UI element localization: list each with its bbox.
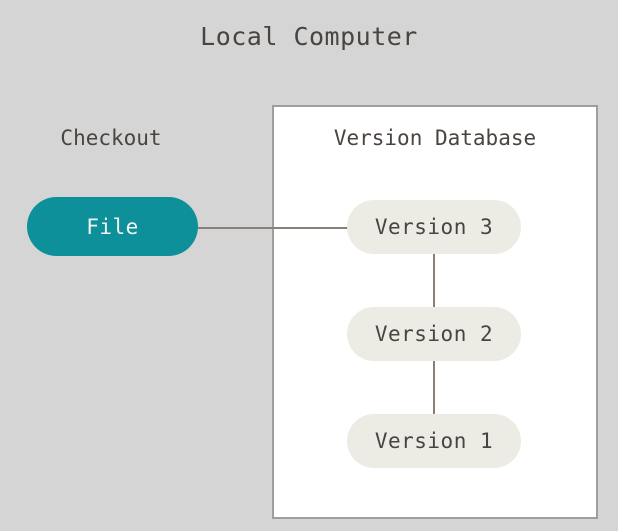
version-node-3-label: Version 3 [374, 215, 494, 239]
version-node-3[interactable]: Version 3 [347, 200, 521, 254]
version-database-caption: Version Database [333, 126, 537, 150]
connector-version-2-to-version-1 [433, 361, 435, 415]
version-node-1-label: Version 1 [374, 429, 494, 453]
file-node-label: File [86, 214, 139, 239]
file-node[interactable]: File [27, 197, 198, 256]
connector-file-to-version-3 [196, 227, 350, 229]
checkout-caption: Checkout [60, 126, 162, 150]
version-node-1[interactable]: Version 1 [347, 414, 521, 468]
version-node-2[interactable]: Version 2 [347, 307, 521, 361]
version-node-2-label: Version 2 [374, 322, 494, 346]
connector-version-3-to-version-2 [433, 254, 435, 308]
page-title: Local Computer [200, 22, 418, 51]
